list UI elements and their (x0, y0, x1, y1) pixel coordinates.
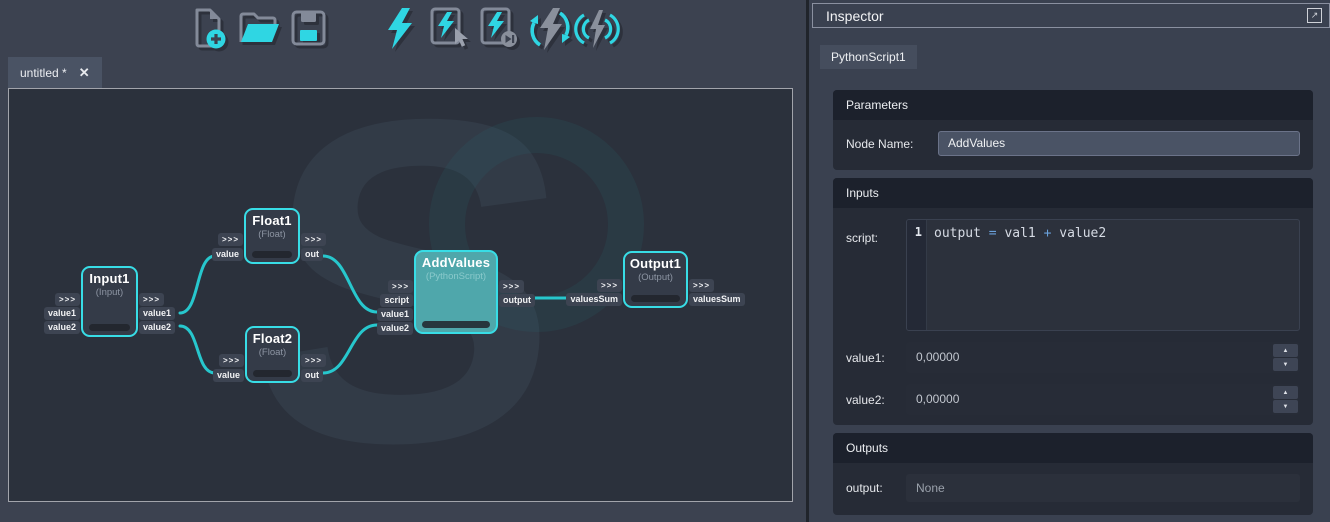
port-in-script[interactable]: script (380, 294, 413, 307)
wire-input1-float2 (178, 324, 217, 375)
inspector-header: Inspector ↗ (812, 3, 1330, 28)
port-in-value1[interactable]: value1 (376, 308, 413, 321)
port-exec-in[interactable]: >>> (218, 354, 244, 367)
port-out-value1[interactable]: value1 (139, 307, 176, 320)
value2-spinbox[interactable]: 0,00000 ▲ ▼ (906, 384, 1300, 415)
output-value-field: None (906, 474, 1300, 502)
port-out-out[interactable]: out (301, 369, 323, 382)
port-exec-out[interactable]: >>> (499, 280, 525, 293)
open-file-icon[interactable] (236, 6, 282, 51)
run-step-bolt-icon[interactable] (478, 6, 524, 52)
value2-value[interactable]: 0,00000 (916, 392, 960, 406)
port-out-valuessum[interactable]: valuesSum (689, 293, 745, 306)
node-title: AddValues (421, 255, 491, 270)
port-exec-out[interactable]: >>> (301, 233, 327, 246)
wire-float2-addvalues (321, 323, 379, 375)
node-progress-bar (631, 295, 680, 302)
script-code-editor[interactable]: 1 output = val1 + value2 (906, 219, 1300, 331)
spin-up-button[interactable]: ▲ (1273, 344, 1298, 357)
node-name-input[interactable]: AddValues (938, 131, 1300, 156)
port-exec-in[interactable]: >>> (387, 280, 413, 293)
node-addvalues[interactable]: AddValues (PythonScript) >>> script valu… (376, 250, 535, 335)
toolbar (0, 0, 806, 57)
node-float1[interactable]: Float1 (Float) >>> value >>> out (211, 208, 327, 264)
port-out-out[interactable]: out (301, 248, 323, 261)
port-out-output[interactable]: output (499, 294, 535, 307)
inspector-title: Inspector (826, 7, 884, 24)
run-bolt-icon[interactable] (384, 6, 416, 52)
connection-wires (178, 254, 569, 375)
code-operator: + (1043, 226, 1060, 241)
port-exec-out[interactable]: >>> (689, 279, 715, 292)
section-header: Outputs (833, 433, 1313, 463)
port-exec-in[interactable]: >>> (596, 279, 622, 292)
port-exec-in[interactable]: >>> (54, 293, 80, 306)
node-input1[interactable]: Input1 (Input) >>> value1 value2 >>> val… (43, 266, 176, 337)
section-header: Parameters (833, 90, 1313, 120)
node-progress-bar (89, 324, 130, 331)
port-in-value2[interactable]: value2 (43, 321, 80, 334)
run-selected-bolt-icon[interactable] (428, 6, 474, 52)
run-broadcast-bolt-icon[interactable] (572, 6, 622, 52)
node-subtitle: (Float) (258, 347, 287, 358)
node-title: Float2 (252, 331, 293, 346)
port-in-valuessum[interactable]: valuesSum (566, 293, 622, 306)
node-progress-bar (252, 251, 292, 258)
node-float2[interactable]: Float2 (Float) >>> value >>> out (212, 326, 327, 383)
section-header: Inputs (833, 178, 1313, 208)
code-operator: = (988, 226, 1005, 241)
node-subtitle: (Output) (638, 272, 673, 283)
node-title: Input1 (89, 271, 130, 286)
node-progress-bar (253, 370, 292, 377)
value2-label: value2: (846, 392, 885, 407)
node-name-label: Node Name: (846, 136, 914, 151)
spin-down-button[interactable]: ▼ (1273, 400, 1298, 413)
inspector-panel: Inspector ↗ PythonScript1 Parameters Nod… (806, 0, 1330, 522)
section-outputs: Outputs output: None (833, 433, 1313, 515)
port-in-value[interactable]: value (212, 369, 244, 382)
node-subtitle: (PythonScript) (425, 271, 487, 282)
value1-value[interactable]: 0,00000 (916, 350, 960, 364)
node-title: Output1 (629, 256, 682, 271)
tab-untitled[interactable]: untitled * ✕ (8, 57, 102, 88)
new-file-icon[interactable] (189, 6, 229, 51)
code-token: val1 (1004, 226, 1044, 241)
node-subtitle: (Input) (95, 287, 124, 298)
port-out-value2[interactable]: value2 (139, 321, 176, 334)
save-file-icon[interactable] (288, 6, 328, 51)
code-token: value2 (1059, 226, 1107, 241)
spin-up-button[interactable]: ▲ (1273, 386, 1298, 399)
node-output1[interactable]: Output1 (Output) >>> valuesSum >>> value… (566, 251, 745, 308)
script-label: script: (846, 231, 879, 245)
section-parameters: Parameters Node Name: AddValues (833, 90, 1313, 170)
line-number: 1 (907, 220, 927, 330)
code-line[interactable]: output = val1 + value2 (927, 220, 1299, 330)
node-canvas[interactable]: S Input1 (Input) >>> value1 value2 >>> v… (8, 88, 793, 502)
port-exec-out[interactable]: >>> (301, 354, 327, 367)
wire-float1-addvalues (321, 254, 379, 314)
port-in-value[interactable]: value (211, 248, 243, 261)
value1-spinbox[interactable]: 0,00000 ▲ ▼ (906, 342, 1300, 373)
inspector-tab-pythonscript1[interactable]: PythonScript1 (820, 45, 917, 69)
port-exec-in[interactable]: >>> (217, 233, 243, 246)
code-token: output (934, 226, 989, 241)
tab-close-icon[interactable]: ✕ (78, 65, 90, 80)
node-progress-bar (422, 321, 490, 328)
value1-label: value1: (846, 350, 885, 365)
node-title: Float1 (252, 213, 292, 228)
popout-icon[interactable]: ↗ (1307, 8, 1322, 23)
output-label: output: (846, 481, 883, 495)
wire-input1-float1 (178, 254, 217, 315)
spin-down-button[interactable]: ▼ (1273, 358, 1298, 371)
tab-label: untitled * (20, 65, 67, 80)
run-refresh-bolt-icon[interactable] (528, 6, 572, 52)
section-inputs: Inputs script: 1 output = val1 + value2 … (833, 178, 1313, 425)
node-subtitle: (Float) (258, 229, 286, 240)
port-in-value1[interactable]: value1 (43, 307, 80, 320)
port-in-value2[interactable]: value2 (376, 322, 413, 335)
port-exec-out[interactable]: >>> (139, 293, 165, 306)
